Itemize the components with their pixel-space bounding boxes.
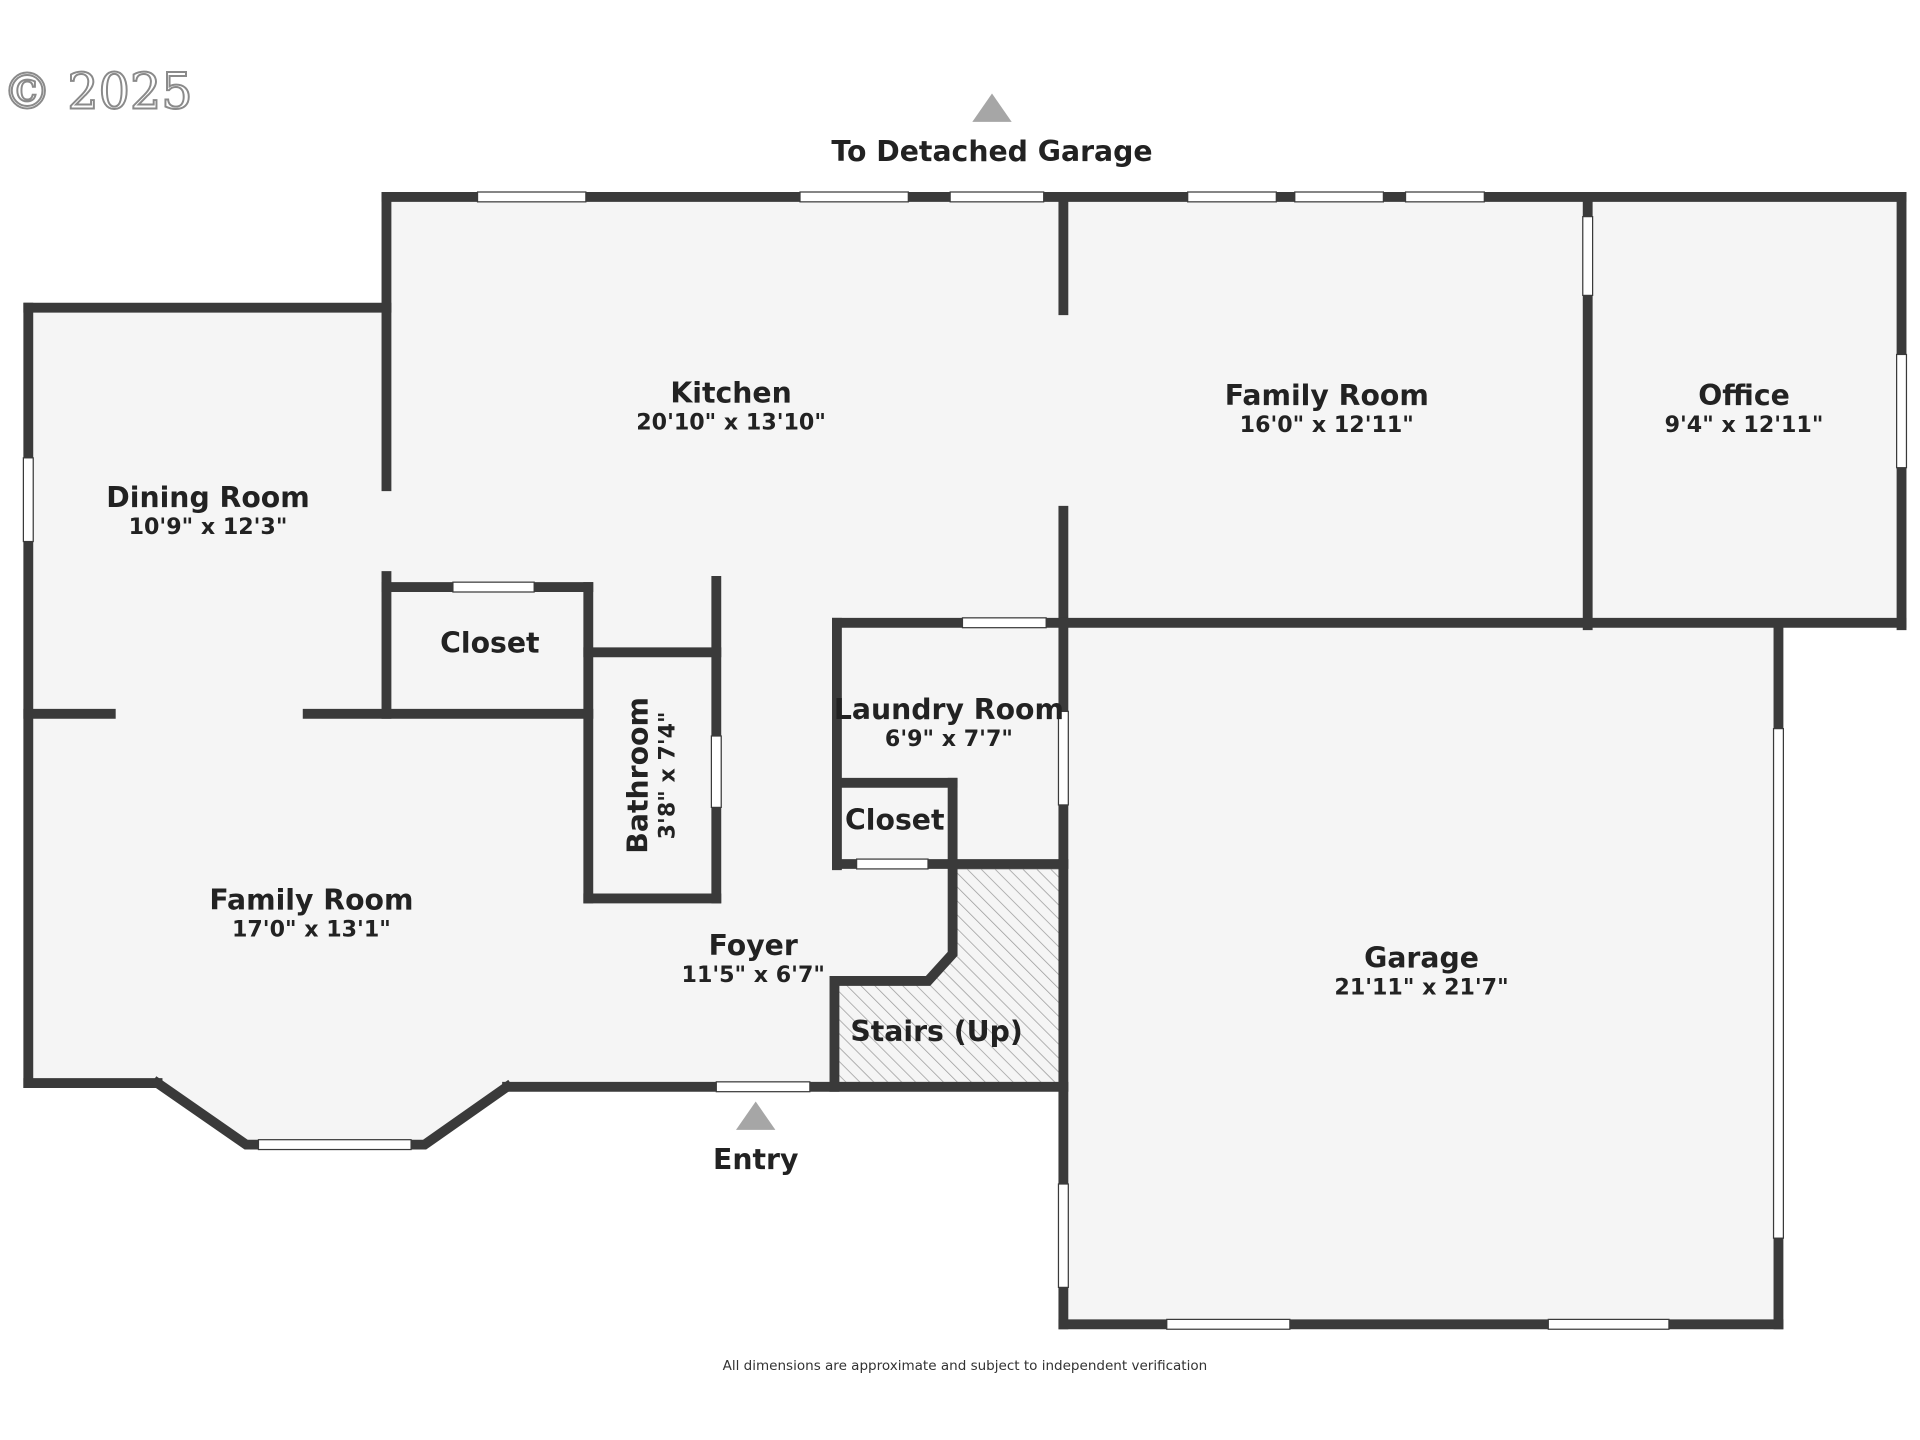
room-name: Dining Room (106, 481, 309, 514)
room-name: Stairs (Up) (850, 1015, 1022, 1048)
room-name: Office (1698, 379, 1790, 412)
room-name: Family Room (1225, 379, 1429, 412)
room-dining-room: Dining Room 10'9" x 12'3" (106, 481, 309, 540)
room-office: Office 9'4" x 12'11" (1665, 379, 1824, 438)
room-dims: 16'0" x 12'11" (1240, 412, 1414, 438)
room-closet-left: Closet (440, 626, 539, 659)
room-dims: 11'5" x 6'7" (682, 962, 825, 988)
room-name: Closet (845, 804, 944, 837)
entry-arrow-icon (736, 1101, 776, 1130)
room-name: Kitchen (670, 376, 791, 409)
room-name: Closet (440, 626, 539, 659)
room-laundry-room: Laundry Room 6'9" x 7'7" (834, 693, 1064, 752)
room-name: Laundry Room (834, 693, 1064, 726)
openings (22, 191, 1908, 1330)
room-dims: 10'9" x 12'3" (129, 514, 288, 540)
bay-window-panes (166, 1087, 498, 1134)
up-arrow-icon (972, 93, 1012, 122)
room-dims: 17'0" x 13'1" (232, 917, 391, 943)
room-foyer: Foyer 11'5" x 6'7" (682, 929, 825, 988)
room-name: Garage (1364, 941, 1479, 974)
room-kitchen: Kitchen 20'10" x 13'10" (636, 376, 826, 435)
floor-fill (28, 196, 1902, 1325)
room-name: Foyer (709, 929, 798, 962)
room-bathroom: Bathroom 3'8" x 7'4" (621, 697, 680, 854)
room-stairs: Stairs (Up) (850, 1015, 1022, 1048)
room-dims: 20'10" x 13'10" (636, 410, 826, 436)
room-name: Family Room (209, 884, 413, 917)
room-family-room-upper: Family Room 16'0" x 12'11" (1225, 379, 1429, 438)
room-garage: Garage 21'11" x 21'7" (1334, 941, 1508, 1000)
room-family-room-lower: Family Room 17'0" x 13'1" (209, 884, 413, 943)
entry-label: Entry (713, 1143, 798, 1176)
room-dims: 3'8" x 7'4" (654, 711, 680, 839)
room-dims: 21'11" x 21'7" (1334, 974, 1508, 1000)
disclaimer-text: All dimensions are approximate and subje… (723, 1358, 1208, 1374)
room-closet-right: Closet (845, 804, 944, 837)
room-dims: 9'4" x 12'11" (1665, 412, 1824, 438)
room-name: Bathroom (621, 697, 654, 854)
top-direction-label: To Detached Garage (831, 135, 1152, 168)
copyright-watermark: © 2025 (2, 62, 192, 120)
room-dims: 6'9" x 7'7" (885, 726, 1013, 752)
